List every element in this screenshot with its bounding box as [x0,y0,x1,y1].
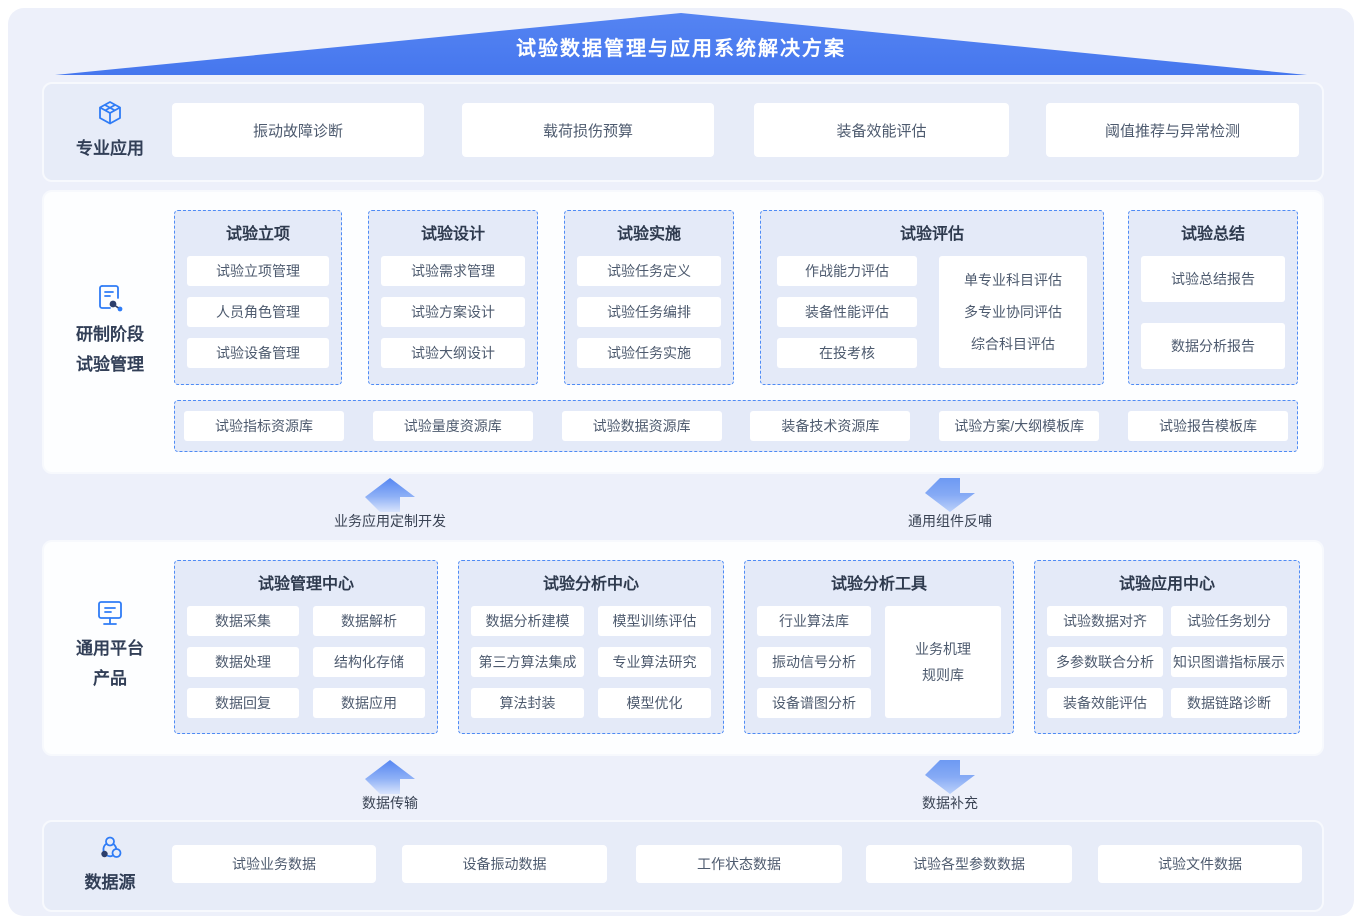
group-title: 试验设计 [420,226,485,243]
platform-label: 通用平台 产品 [48,596,172,694]
data-source-label: 数据源 [48,834,172,898]
module-chip: 人员角色管理 [187,297,329,327]
group-test-mgmt-center: 试验管理中心 数据采集 数据解析 数据处理 结构化存储 数据回复 数据应用 [174,560,438,734]
data-source-box: 试验业务数据 [172,845,376,883]
professional-apps-label: 专业应用 [48,98,172,164]
module-chip: 试验立项管理 [187,256,329,286]
module-chip: 试验数据对齐 [1047,606,1163,636]
resource-chip: 装备技术资源库 [750,411,911,441]
group-test-evaluation: 试验评估 作战能力评估 装备性能评估 在投考核 单专业科目评估 多专业协同评估 … [760,210,1104,385]
group-title: 试验应用中心 [1118,576,1215,593]
dev-stage-label: 研制阶段 试验管理 [48,282,172,380]
group-title: 试验总结 [1180,226,1245,243]
module-chip: 模型优化 [598,688,711,718]
pro-app-box: 载荷损伤预算 [462,103,714,157]
module-chip: 行业算法库 [757,606,871,636]
group-title: 试验分析中心 [542,576,639,593]
module-chip: 第三方算法集成 [471,647,584,677]
module-chip: 数据解析 [313,606,425,636]
pro-app-box: 阈值推荐与异常检测 [1046,103,1299,157]
group-title: 试验管理中心 [257,576,354,593]
module-chip-stacked: 单专业科目评估 多专业协同评估 综合科目评估 [939,256,1087,368]
resource-chip: 试验数据资源库 [561,411,722,441]
module-chip: 设备谱图分析 [757,688,871,718]
data-source-box: 试验各型参数数据 [866,845,1072,883]
flow-label-down: 通用组件反哺 [908,513,992,529]
module-chip: 作战能力评估 [777,256,917,286]
group-title: 试验立项 [225,226,290,243]
group-test-initiation: 试验立项 试验立项管理 人员角色管理 试验设备管理 [174,210,342,385]
flow-label-up: 业务应用定制开发 [334,513,446,529]
flow-label-down: 数据补充 [922,795,978,811]
module-chip: 数据分析报告 [1141,323,1285,369]
group-test-execution: 试验实施 试验任务定义 试验任务编排 试验任务实施 [564,210,734,385]
module-chip: 算法封装 [471,688,584,718]
module-chip: 数据采集 [187,606,299,636]
module-chip: 试验设备管理 [187,338,329,368]
group-test-summary: 试验总结 试验总结报告 数据分析报告 [1128,210,1298,385]
cube-icon [99,101,121,125]
pro-app-box: 装备效能评估 [754,103,1009,157]
diagram-title: 试验数据管理与应用系统解决方案 [516,38,846,60]
module-chip: 结构化存储 [313,647,425,677]
resource-chip: 试验方案/大纲模板库 [939,411,1100,441]
module-chip: 装备效能评估 [1047,688,1163,718]
module-chip: 试验大纲设计 [381,338,525,368]
module-chip: 试验任务定义 [577,256,721,286]
module-chip: 数据处理 [187,647,299,677]
module-chip: 试验任务编排 [577,297,721,327]
module-chip: 在投考核 [777,338,917,368]
pro-app-box: 振动故障诊断 [172,103,424,157]
resource-chip: 试验量度资源库 [372,411,533,441]
module-chip: 专业算法研究 [598,647,711,677]
group-test-design: 试验设计 试验需求管理 试验方案设计 试验大纲设计 [368,210,538,385]
flow-label-up: 数据传输 [362,795,418,811]
data-nodes-icon [101,836,122,858]
module-chip-stacked: 业务机理 规则库 [885,606,1001,718]
data-source-box: 设备振动数据 [402,845,607,883]
resource-chip: 试验报告模板库 [1127,411,1288,441]
group-test-app-center: 试验应用中心 试验数据对齐 试验任务划分 多参数联合分析 知识图谱指标展示 装备… [1034,560,1300,734]
module-chip: 装备性能评估 [777,297,917,327]
module-chip: 数据链路诊断 [1171,688,1287,718]
group-title: 试验实施 [616,226,681,243]
module-chip: 数据分析建模 [471,606,584,636]
data-source-box: 试验文件数据 [1098,845,1302,883]
doc-flow-icon [99,285,123,312]
module-chip: 试验总结报告 [1141,256,1285,302]
module-chip: 试验方案设计 [381,297,525,327]
module-chip: 试验任务划分 [1171,606,1287,636]
group-test-analysis-tools: 试验分析工具 行业算法库 振动信号分析 设备谱图分析 业务机理 规则库 [744,560,1014,734]
resource-chip: 试验指标资源库 [184,411,344,441]
group-test-analysis-center: 试验分析中心 数据分析建模 模型训练评估 第三方算法集成 专业算法研究 算法封装… [458,560,724,734]
module-chip: 数据回复 [187,688,299,718]
module-chip: 知识图谱指标展示 [1171,647,1287,677]
module-chip: 多参数联合分析 [1047,647,1163,677]
resource-library-strip: 试验指标资源库 试验量度资源库 试验数据资源库 装备技术资源库 试验方案/大纲模… [174,400,1298,452]
group-title: 试验分析工具 [830,576,927,593]
monitor-icon [98,601,122,625]
module-chip: 振动信号分析 [757,647,871,677]
module-chip: 试验任务实施 [577,338,721,368]
module-chip: 模型训练评估 [598,606,711,636]
module-chip: 数据应用 [313,688,425,718]
group-title: 试验评估 [899,226,964,243]
data-source-box: 工作状态数据 [636,845,842,883]
module-chip: 试验需求管理 [381,256,525,286]
